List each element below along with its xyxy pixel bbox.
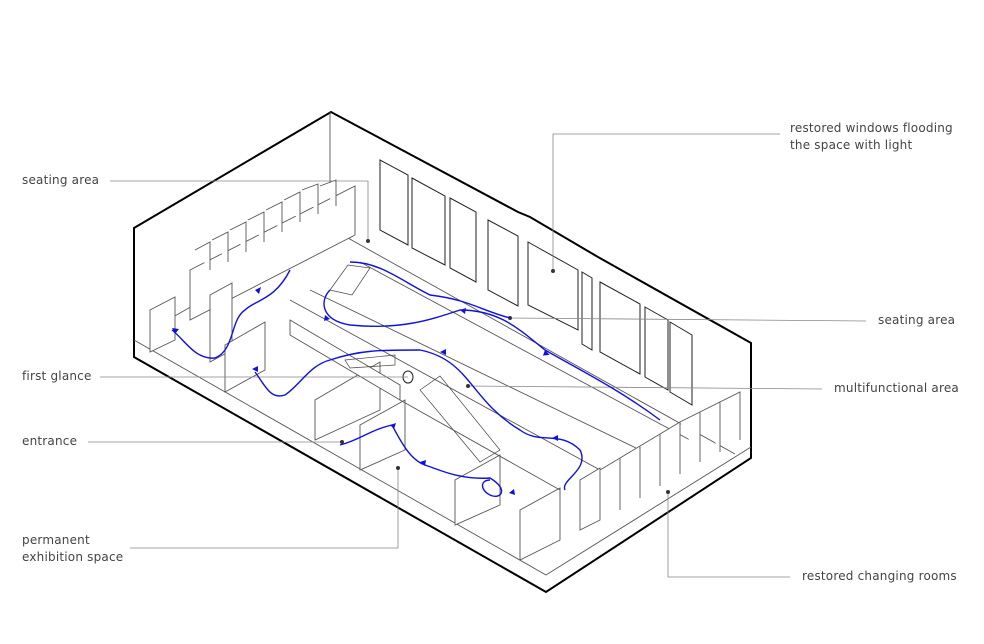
label-windows-line2: the space with light	[790, 138, 913, 152]
leader-dots	[340, 239, 670, 494]
windows	[379, 159, 693, 406]
stairs	[329, 264, 501, 463]
changing-room-stalls	[579, 391, 741, 531]
label-first-glance: first glance	[22, 369, 92, 383]
circulation-path	[171, 261, 661, 497]
leader-lines	[88, 133, 867, 578]
label-entrance: entrance	[22, 434, 78, 448]
label-seating-area-left: seating area	[22, 173, 100, 187]
label-multifunctional-area: multifunctional area	[834, 381, 959, 395]
label-changing-rooms: restored changing rooms	[802, 569, 957, 583]
label-seating-area-right: seating area	[878, 313, 956, 327]
direction-arrows	[172, 287, 558, 495]
label-permanent-line2: exhibition space	[22, 550, 124, 564]
label-permanent-line1: permanent	[22, 533, 90, 547]
seating-stalls	[194, 179, 337, 270]
building-outline	[133, 110, 752, 594]
label-windows-line1: restored windows flooding	[790, 121, 953, 135]
